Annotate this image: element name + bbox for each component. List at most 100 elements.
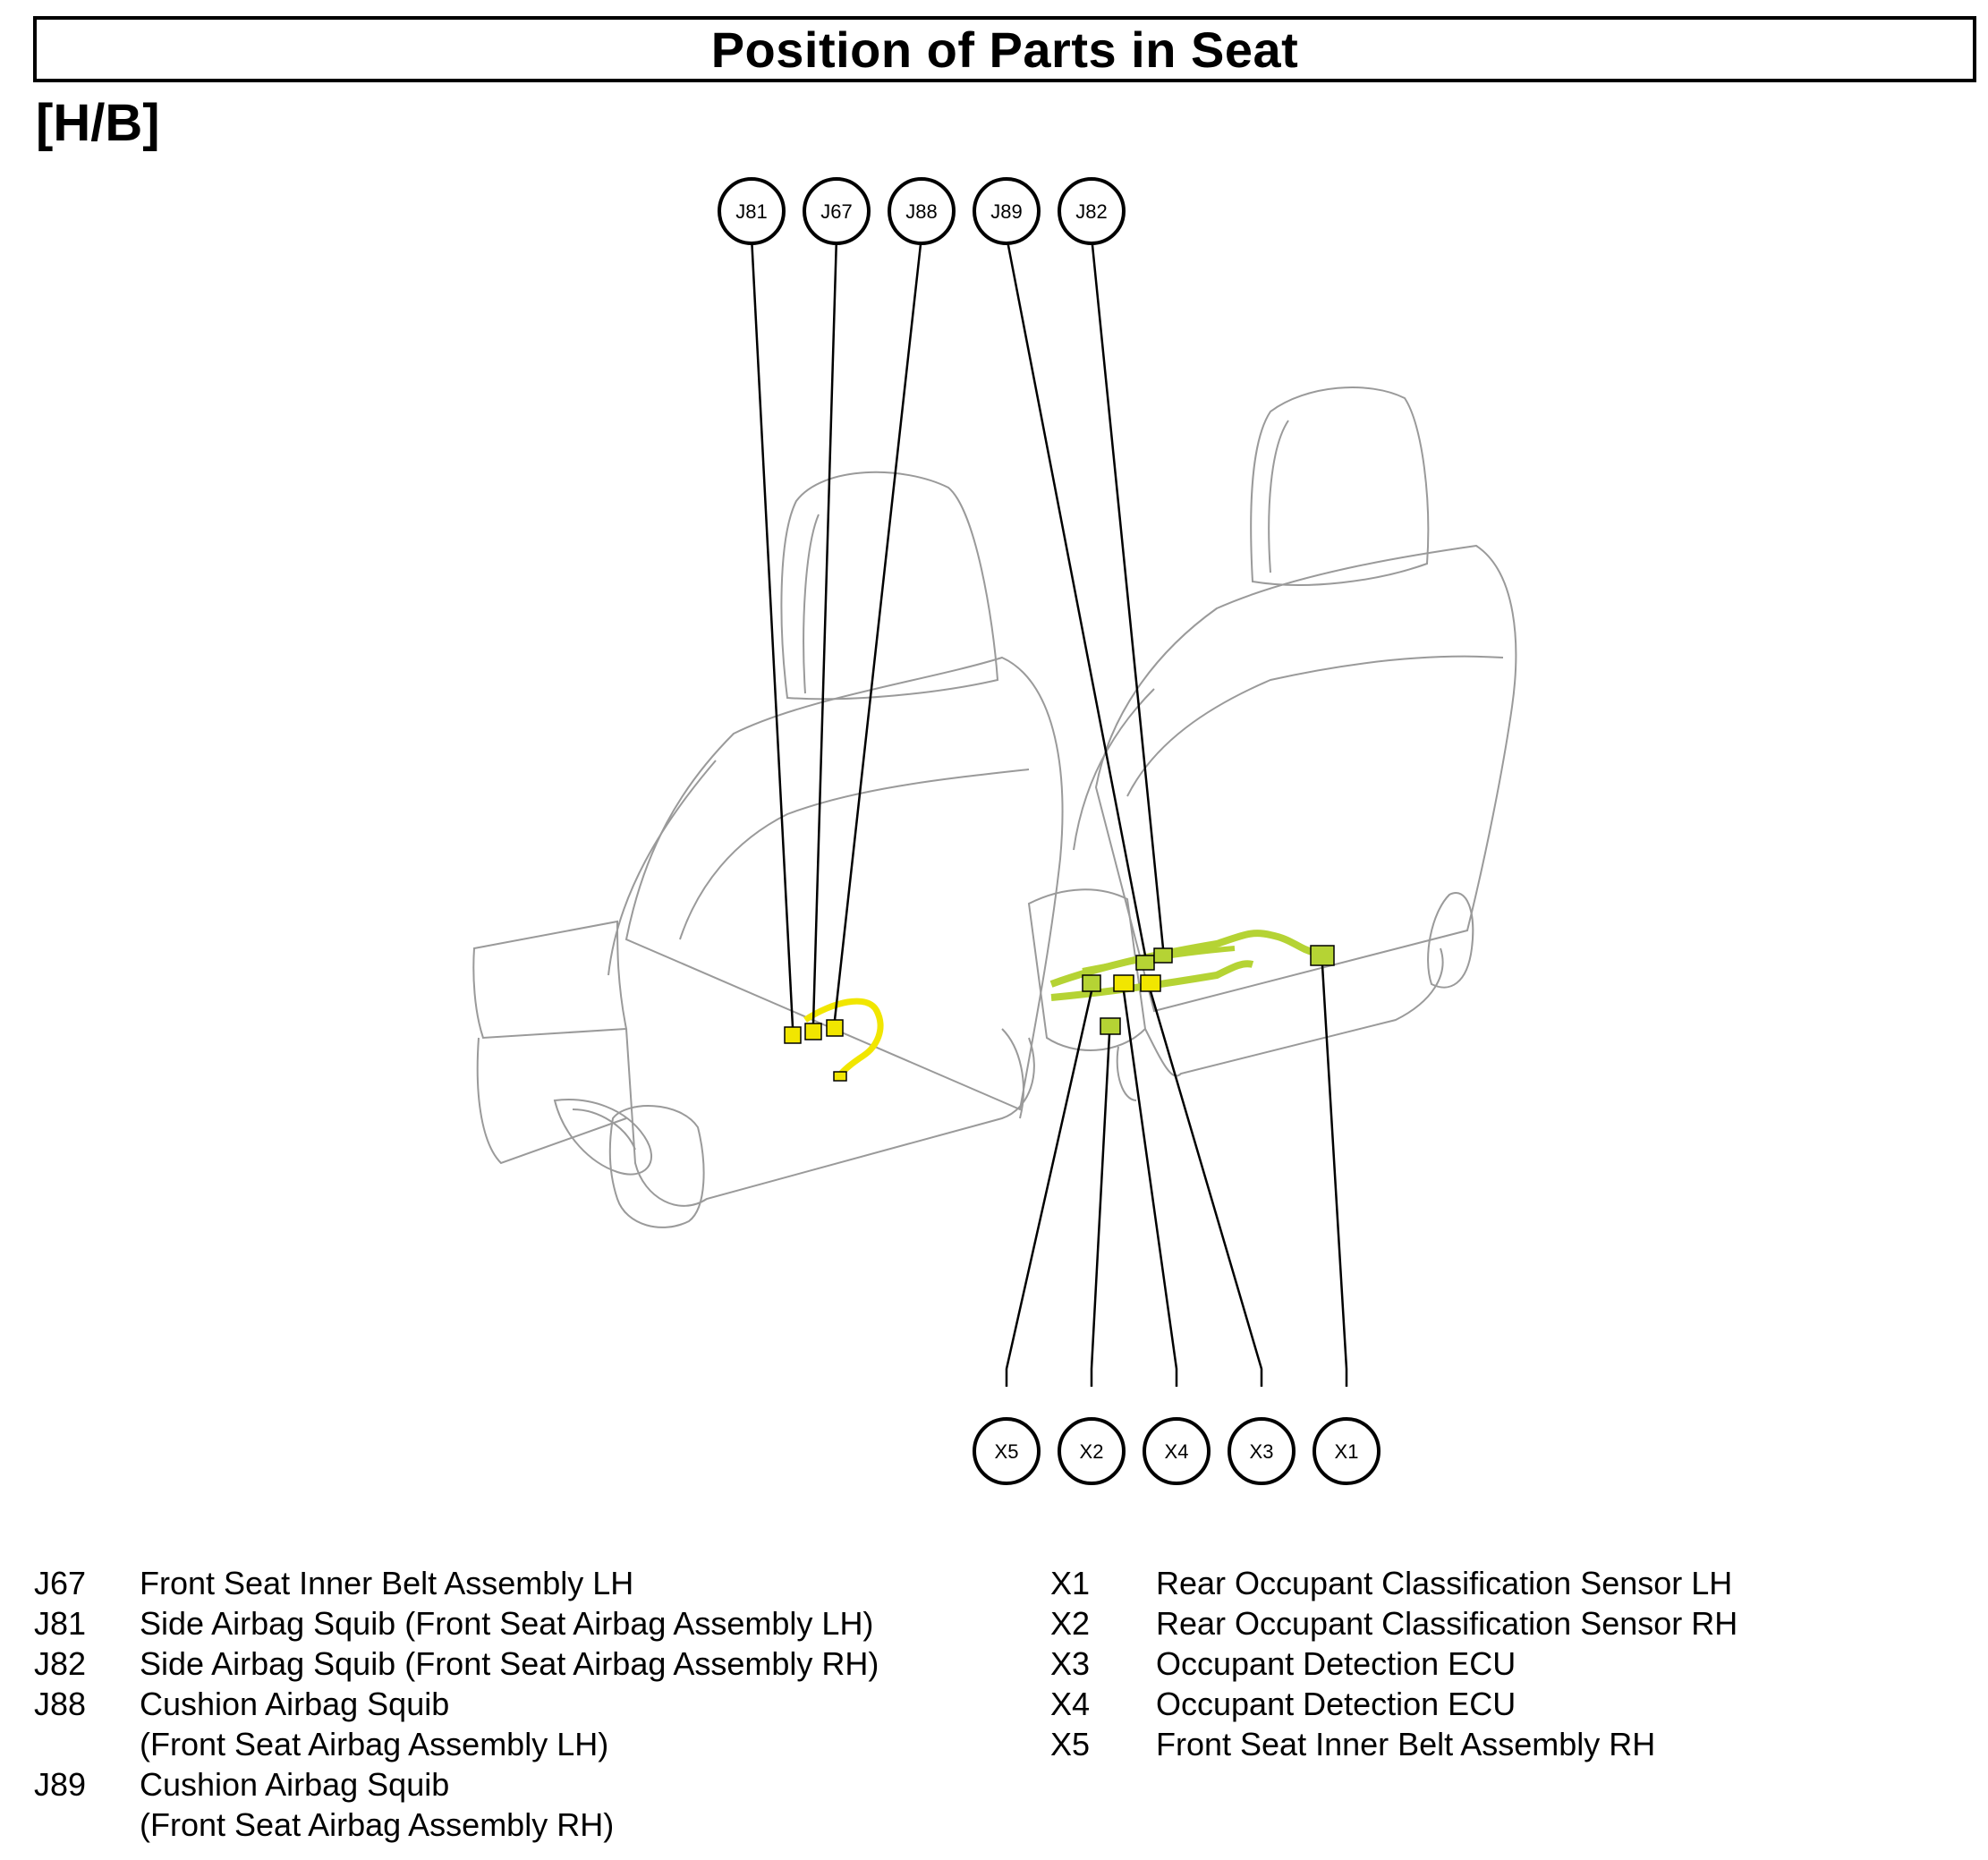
left-seat-back-inner	[679, 769, 1030, 940]
left-harness-end	[833, 1071, 847, 1082]
j82-leader	[1090, 235, 1165, 949]
j89-leader	[1005, 235, 1147, 956]
callout-x2-label: X2	[1080, 1440, 1104, 1463]
legend-code: X1	[1050, 1565, 1091, 1601]
x4-leader	[1122, 990, 1178, 1387]
callout-x2: X2	[1058, 1417, 1126, 1485]
legend-row-j88: J88 Cushion Airbag Squib	[34, 1684, 879, 1724]
legend-left: J67 Front Seat Inner Belt Assembly LH J8…	[34, 1563, 879, 1845]
right-seat-headrest	[1250, 386, 1430, 586]
right-seat-headrest-inner	[1268, 420, 1289, 573]
legend-code-blank	[34, 1805, 140, 1845]
callout-x4-label: X4	[1165, 1440, 1189, 1463]
x3-connector	[1140, 974, 1161, 992]
legend-code: J81	[34, 1605, 87, 1642]
legend-row-j81: J81 Side Airbag Squib (Front Seat Airbag…	[34, 1603, 879, 1643]
left-seat-lever	[553, 1099, 653, 1176]
legend-row-x3: X3 Occupant Detection ECU	[1050, 1643, 1737, 1684]
legend-code: X3	[1050, 1645, 1091, 1682]
right-seat-back-inner	[1126, 655, 1504, 797]
callouts-bottom: X5 X2 X4 X3 X1	[973, 1417, 1381, 1485]
legend-row-j82: J82 Side Airbag Squib (Front Seat Airbag…	[34, 1643, 879, 1684]
left-seat-headrest-inner	[803, 514, 820, 694]
legend-desc: Cushion Airbag Squib	[140, 1686, 450, 1722]
left-seat-cushion	[472, 920, 628, 1040]
x2-leader	[1090, 1033, 1111, 1387]
left-seat-cushion-front	[476, 1037, 627, 1165]
legend-desc: Occupant Detection ECU	[1156, 1686, 1516, 1722]
left-seat	[472, 471, 1064, 1228]
right-harness	[1049, 930, 1335, 1035]
callouts-top: J81 J67 J88 J89 J82	[718, 177, 1126, 245]
legend-desc: (Front Seat Airbag Assembly RH)	[140, 1806, 615, 1843]
x3-leader	[1149, 990, 1263, 1387]
callout-j81-label: J81	[735, 200, 767, 223]
legend-right: X1 Rear Occupant Classification Sensor L…	[1050, 1563, 1737, 1764]
left-seat-rear-base	[1001, 1028, 1024, 1119]
callout-j88-label: J88	[905, 200, 937, 223]
legend-desc: (Front Seat Airbag Assembly LH)	[140, 1726, 609, 1762]
left-seat-lever-inner	[572, 1108, 636, 1151]
legend-row-j88-cont: (Front Seat Airbag Assembly LH)	[34, 1724, 879, 1764]
legend-desc: Side Airbag Squib (Front Seat Airbag Ass…	[140, 1645, 879, 1682]
j67-connector	[804, 1023, 822, 1040]
callout-x5: X5	[973, 1417, 1041, 1485]
callout-j81: J81	[718, 177, 786, 245]
left-seat-back-side	[607, 760, 717, 976]
j67-leader	[811, 235, 838, 1024]
left-seat-back	[624, 656, 1064, 1111]
section-tag: [H/B]	[36, 94, 160, 152]
callout-x3: X3	[1228, 1417, 1296, 1485]
left-seat-recliner-knob	[608, 1105, 705, 1228]
right-seat-base	[1144, 947, 1444, 1077]
j81-leader	[750, 235, 794, 1028]
callout-j67: J67	[803, 177, 871, 245]
callout-x1: X1	[1313, 1417, 1381, 1485]
callout-x5-label: X5	[995, 1440, 1019, 1463]
legend-desc: Rear Occupant Classification Sensor RH	[1156, 1605, 1738, 1642]
legend-desc: Side Airbag Squib (Front Seat Airbag Ass…	[140, 1605, 874, 1642]
right-seat-lower-curve	[1116, 1046, 1137, 1101]
legend-row-j89-cont: (Front Seat Airbag Assembly RH)	[34, 1805, 879, 1845]
right-seat	[1027, 386, 1517, 1101]
callout-x1-label: X1	[1335, 1440, 1359, 1463]
j88-leader	[833, 235, 923, 1021]
legend-desc: Front Seat Inner Belt Assembly RH	[1156, 1726, 1656, 1762]
j82-connector	[1153, 947, 1173, 964]
callout-j82-label: J82	[1075, 200, 1107, 223]
callout-x3-label: X3	[1250, 1440, 1274, 1463]
legend-code-blank	[34, 1724, 140, 1764]
callout-j82: J82	[1058, 177, 1126, 245]
legend-row-x2: X2 Rear Occupant Classification Sensor R…	[1050, 1603, 1737, 1643]
j89-connector	[1135, 955, 1155, 971]
legend-row-x4: X4 Occupant Detection ECU	[1050, 1684, 1737, 1724]
legend-code: J82	[34, 1645, 87, 1682]
right-seat-recliner	[1427, 892, 1474, 989]
callout-j88: J88	[888, 177, 956, 245]
legend-row-x5: X5 Front Seat Inner Belt Assembly RH	[1050, 1724, 1737, 1764]
callout-x4: X4	[1143, 1417, 1211, 1485]
page-title: Position of Parts in Seat	[710, 21, 1299, 78]
x5-leader	[1005, 990, 1093, 1387]
x2-connector	[1100, 1017, 1121, 1035]
legend-code: X4	[1050, 1686, 1091, 1722]
legend-code: X5	[1050, 1726, 1091, 1762]
right-seat-back	[1094, 544, 1517, 1013]
legend-code: J89	[34, 1766, 87, 1803]
x4-connector	[1113, 974, 1134, 992]
legend-desc: Cushion Airbag Squib	[140, 1766, 450, 1803]
seat-diagram: J81 J67 J88 J89 J82 X5 X2 X4	[472, 177, 1517, 1485]
left-harness-wire	[803, 998, 884, 1076]
legend-desc: Front Seat Inner Belt Assembly LH	[140, 1565, 634, 1601]
legend-desc: Rear Occupant Classification Sensor LH	[1156, 1565, 1733, 1601]
legend-code: X2	[1050, 1605, 1091, 1642]
legend-code: J67	[34, 1565, 87, 1601]
j88-connector	[826, 1019, 844, 1037]
j81-connector	[784, 1026, 802, 1044]
right-harness-wire-b	[1050, 960, 1254, 1001]
leader-lines	[750, 235, 1348, 1387]
legend-row-j67: J67 Front Seat Inner Belt Assembly LH	[34, 1563, 879, 1603]
legend-desc: Occupant Detection ECU	[1156, 1645, 1516, 1682]
legend-row-j89: J89 Cushion Airbag Squib	[34, 1764, 879, 1805]
x1-connector	[1310, 945, 1335, 966]
